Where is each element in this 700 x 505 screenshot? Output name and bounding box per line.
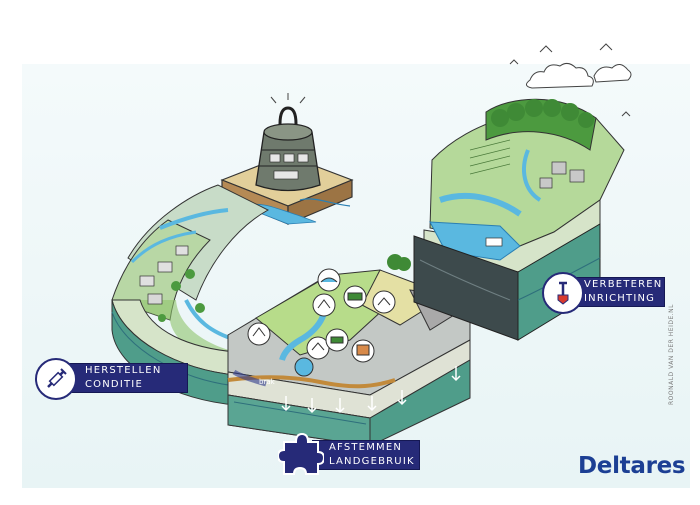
label-afstemmen-line2: LANDGEBRUIK bbox=[329, 456, 415, 467]
right-landscape-segment bbox=[413, 98, 625, 341]
left-landscape-segment bbox=[111, 184, 270, 406]
shovel-icon bbox=[542, 272, 584, 314]
annotation-brak: brak bbox=[259, 378, 275, 386]
syringe-icon bbox=[35, 358, 77, 400]
weight-icon bbox=[255, 93, 321, 192]
label-afstemmen-line1: AFSTEMMEN bbox=[329, 442, 403, 453]
label-herstellen-conditie: HERSTELLEN CONDITIE bbox=[35, 358, 188, 400]
label-herstellen-line1: HERSTELLEN bbox=[85, 365, 162, 376]
label-verbeteren-line1: VERBETEREN bbox=[584, 279, 663, 290]
label-herstellen-line2: CONDITIE bbox=[85, 379, 143, 390]
label-verbeteren-line2: INRICHTING bbox=[584, 293, 656, 304]
artist-credit: ROONALD VAN DER HEIDE.NL bbox=[668, 303, 675, 405]
puzzle-icon bbox=[278, 432, 324, 475]
deltares-logo: Deltares bbox=[578, 453, 686, 479]
label-afstemmen-landgebruik: AFSTEMMEN LANDGEBRUIK bbox=[312, 440, 420, 470]
clouds-and-birds bbox=[509, 43, 632, 117]
label-verbeteren-inrichting: VERBETEREN INRICHTING bbox=[542, 272, 665, 314]
